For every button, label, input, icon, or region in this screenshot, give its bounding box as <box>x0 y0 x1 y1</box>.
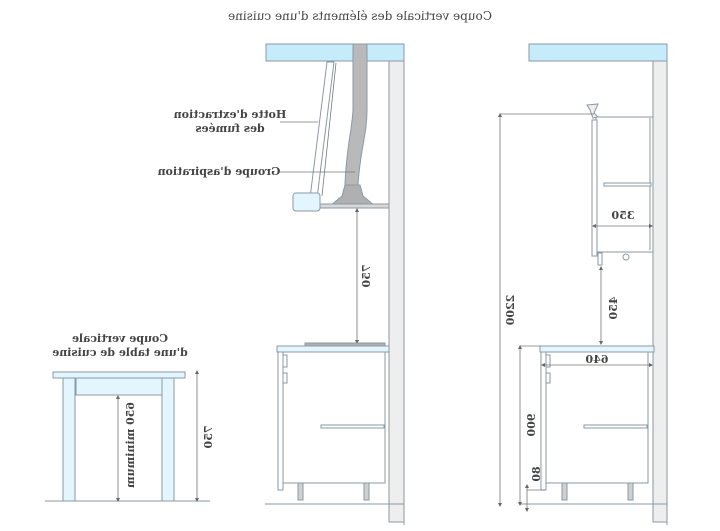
svg-text:2200: 2200 <box>504 295 517 326</box>
base-cabinet <box>281 351 386 484</box>
label-hood: Hotte d'extraction <box>174 108 287 121</box>
ceiling <box>265 43 405 62</box>
wall-right <box>652 60 668 523</box>
dim-knee-clearance: 650 minimum <box>124 402 137 488</box>
dim-wall-cabinet-depth: 350 <box>611 209 634 222</box>
svg-text:Coupe verticale des éléments d: Coupe verticale des éléments d'une cuisi… <box>228 9 492 23</box>
label-hood-line2: des fumées <box>195 122 264 135</box>
countertop <box>276 345 390 353</box>
dim-hood-cooktop: 750 <box>360 265 373 288</box>
svg-text:900: 900 <box>525 414 538 437</box>
table-top <box>52 371 186 379</box>
svg-text:Hotte d'extraction: Hotte d'extraction <box>174 108 287 121</box>
dim-gap: 450 <box>607 297 620 320</box>
aspiration-group <box>328 184 377 207</box>
svg-text:750: 750 <box>202 426 215 449</box>
motor-box <box>292 192 321 212</box>
cabinet-section <box>498 43 668 525</box>
svg-text:d'une table de cuisine: d'une table de cuisine <box>52 346 188 359</box>
table-section <box>45 370 210 502</box>
svg-text:640: 640 <box>585 353 608 366</box>
label-table-line2: d'une table de cuisine <box>52 346 188 359</box>
table-leg-left <box>62 377 76 502</box>
label-aspiration-group: Groupe d'aspiration <box>158 165 281 178</box>
countertop-right <box>539 345 655 353</box>
dim-counter-height: 900 <box>525 414 538 437</box>
ceiling-right <box>528 43 668 62</box>
dim-table-height: 750 <box>202 426 215 449</box>
dim-total-height: 2200 <box>504 295 517 326</box>
svg-text:Groupe d'aspiration: Groupe d'aspiration <box>158 165 281 178</box>
svg-text:des fumées: des fumées <box>195 122 264 135</box>
hood-panel <box>309 61 335 199</box>
base-cabinet-right <box>544 351 649 484</box>
shelf <box>320 424 385 429</box>
wall <box>388 60 405 523</box>
table-leg-right <box>161 377 175 502</box>
svg-text:650 minimum: 650 minimum <box>124 402 137 488</box>
svg-text:350: 350 <box>611 209 634 222</box>
table-apron <box>75 377 163 396</box>
label-table: Coupe verticale <box>72 332 168 345</box>
dim-base-depth: 640 <box>585 353 608 366</box>
hood-section <box>265 43 405 525</box>
svg-text:Coupe verticale: Coupe verticale <box>72 332 168 345</box>
svg-text:450: 450 <box>607 297 620 320</box>
extraction-duct <box>344 43 368 186</box>
svg-text:750: 750 <box>360 265 373 288</box>
diagram-title: Coupe verticale des éléments d'une cuisi… <box>228 9 492 23</box>
svg-text:80: 80 <box>530 466 543 482</box>
dim-plinth: 80 <box>530 466 543 482</box>
